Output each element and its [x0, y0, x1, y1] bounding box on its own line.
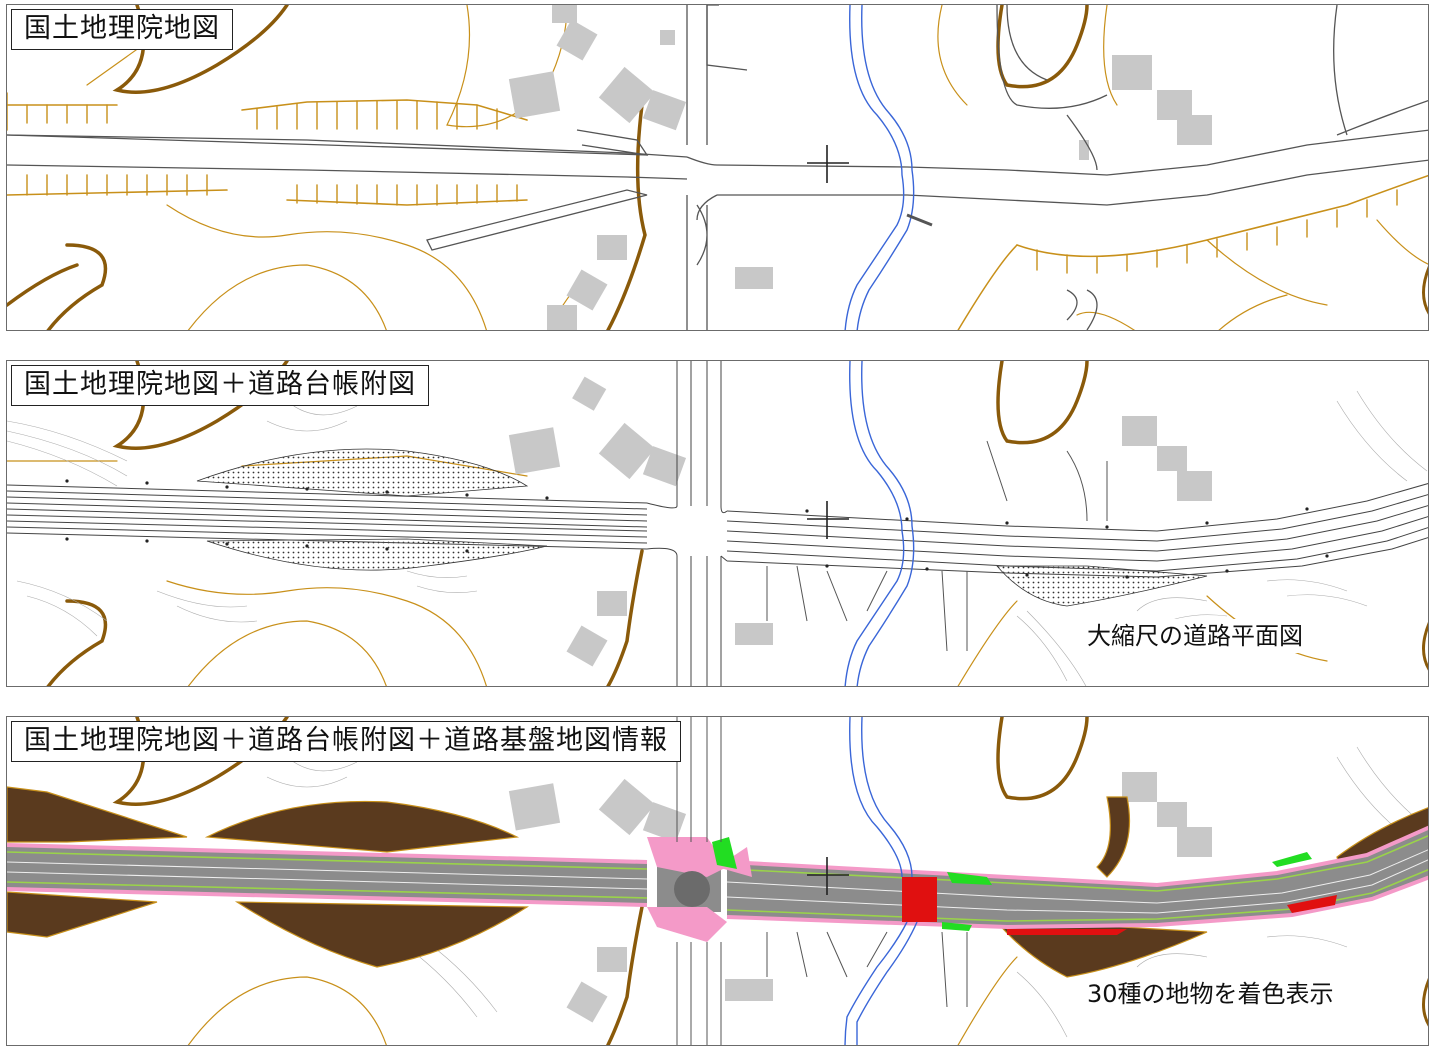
map-canvas — [7, 361, 1428, 686]
panel-title: 国土地理院地図＋道路台帳附図＋道路基盤地図情報 — [11, 721, 681, 762]
map-canvas — [7, 717, 1428, 1045]
panel-title: 国土地理院地図＋道路台帳附図 — [11, 365, 429, 406]
map-panel-road-base-info[interactable]: 国土地理院地図＋道路台帳附図＋道路基盤地図情報 30種の地物を着色表示 — [6, 716, 1429, 1046]
map-panel-road-ledger[interactable]: 国土地理院地図＋道路台帳附図 大縮尺の道路平面図 — [6, 360, 1429, 687]
panel-title: 国土地理院地図 — [11, 9, 233, 50]
panel-note: 大縮尺の道路平面図 — [1077, 619, 1313, 653]
map-panel-gsi[interactable]: 国土地理院地図 — [6, 4, 1429, 331]
map-canvas — [7, 5, 1428, 330]
panel-note: 30種の地物を着色表示 — [1077, 977, 1344, 1011]
